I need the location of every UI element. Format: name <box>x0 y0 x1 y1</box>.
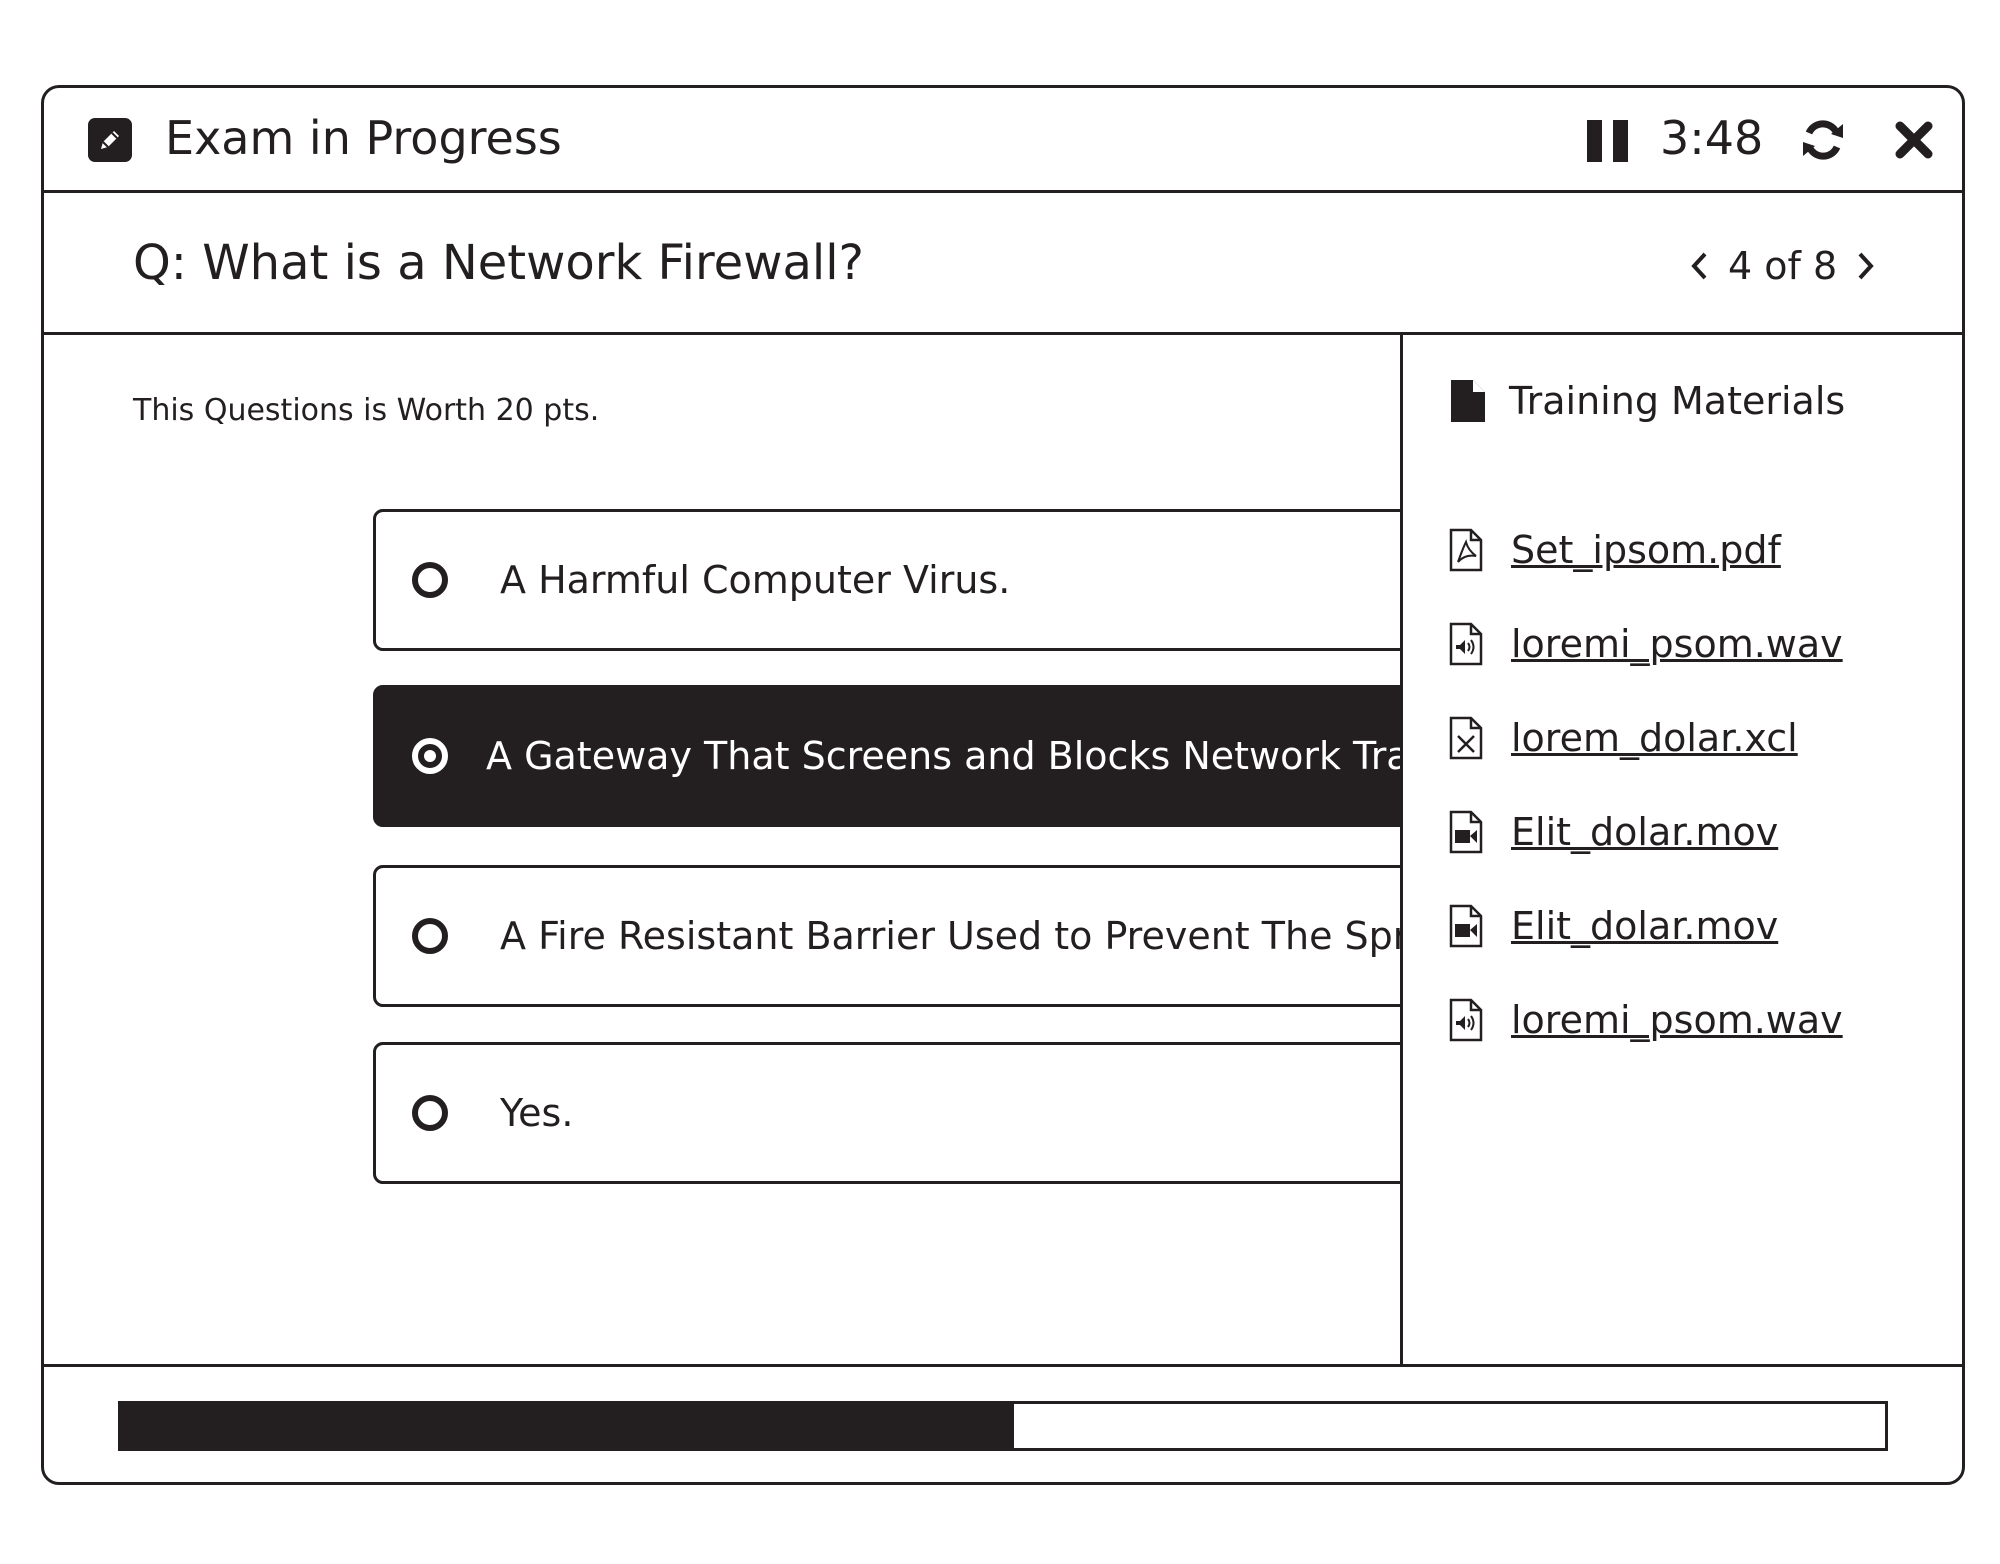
exam-window: Exam in Progress 3:48 Q: What is a Netwo… <box>41 85 1965 1485</box>
file-item[interactable]: lorem_dolar.xcl <box>1449 691 1843 785</box>
pencil-square-icon <box>88 118 132 162</box>
progress-bar-fill <box>121 1404 1014 1448</box>
answer-option-3[interactable]: A Fire Resistant Barrier Used to Prevent… <box>373 865 1400 1007</box>
points-worth: This Questions is Worth 20 pts. <box>133 393 600 428</box>
document-icon <box>1451 380 1485 422</box>
training-materials-panel: Training Materials Set_ipsom.pdf lorem <box>1400 335 1962 1364</box>
file-link[interactable]: Set_ipsom.pdf <box>1511 528 1781 572</box>
answer-option-label: A Gateway That Screens and Blocks Networ… <box>486 734 1400 778</box>
pdf-file-icon <box>1449 528 1483 572</box>
file-item[interactable]: loremi_psom.wav <box>1449 597 1843 691</box>
chevron-right-icon[interactable] <box>1851 246 1881 286</box>
file-list: Set_ipsom.pdf loremi_psom.wav lorem_dola… <box>1449 503 1843 1067</box>
question-pager: 4 of 8 <box>1684 241 1881 291</box>
spreadsheet-file-icon <box>1449 716 1483 760</box>
window-title: Exam in Progress <box>165 111 562 165</box>
answer-option-label: A Harmful Computer Virus. <box>500 558 1011 602</box>
video-file-icon <box>1449 904 1483 948</box>
file-link[interactable]: loremi_psom.wav <box>1511 622 1843 666</box>
chevron-left-icon[interactable] <box>1684 246 1714 286</box>
pause-icon[interactable] <box>1587 120 1629 162</box>
video-file-icon <box>1449 810 1483 854</box>
file-item[interactable]: Elit_dolar.mov <box>1449 879 1843 973</box>
training-materials-header: Training Materials <box>1451 379 1845 423</box>
question-bar: Q: What is a Network Firewall? 4 of 8 <box>44 193 1962 335</box>
progress-footer <box>44 1364 1962 1482</box>
answer-option-2[interactable]: A Gateway That Screens and Blocks Networ… <box>373 685 1400 827</box>
exam-progress-bar <box>118 1401 1888 1451</box>
radio-button-selected[interactable] <box>412 738 448 774</box>
training-materials-title: Training Materials <box>1509 379 1846 423</box>
question-text: Q: What is a Network Firewall? <box>133 235 865 291</box>
audio-file-icon <box>1449 622 1483 666</box>
title-bar: Exam in Progress 3:48 <box>44 88 1962 193</box>
refresh-icon[interactable] <box>1799 116 1847 164</box>
answer-option-label: Yes. <box>500 1091 574 1135</box>
radio-button[interactable] <box>412 562 448 598</box>
file-item[interactable]: loremi_psom.wav <box>1449 973 1843 1067</box>
file-link[interactable]: Elit_dolar.mov <box>1511 810 1779 854</box>
radio-button[interactable] <box>412 1095 448 1131</box>
file-item[interactable]: Elit_dolar.mov <box>1449 785 1843 879</box>
answer-area: This Questions is Worth 20 pts. A Harmfu… <box>44 335 1400 1364</box>
exam-timer: 3:48 <box>1660 111 1764 165</box>
file-link[interactable]: loremi_psom.wav <box>1511 998 1843 1042</box>
radio-button[interactable] <box>412 918 448 954</box>
answer-option-4[interactable]: Yes. <box>373 1042 1400 1184</box>
file-link[interactable]: lorem_dolar.xcl <box>1511 716 1798 760</box>
answer-option-label: A Fire Resistant Barrier Used to Prevent… <box>500 914 1400 958</box>
close-icon[interactable] <box>1894 120 1934 160</box>
file-item[interactable]: Set_ipsom.pdf <box>1449 503 1843 597</box>
audio-file-icon <box>1449 998 1483 1042</box>
file-link[interactable]: Elit_dolar.mov <box>1511 904 1779 948</box>
question-position: 4 of 8 <box>1728 244 1838 288</box>
answer-option-1[interactable]: A Harmful Computer Virus. <box>373 509 1400 651</box>
